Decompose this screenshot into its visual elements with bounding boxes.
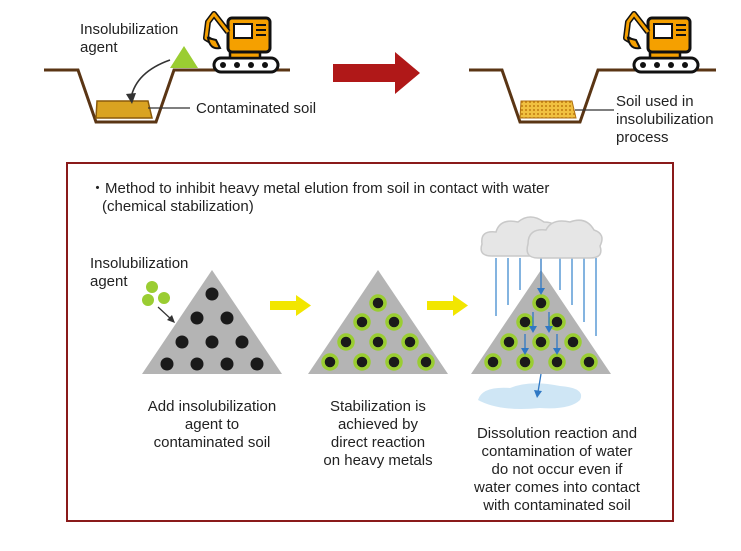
stabilized-dots	[484, 294, 598, 371]
contaminated-soil-label: Contaminated soil	[196, 100, 317, 117]
panel-agent-label-line1: Insolubilization	[90, 255, 189, 272]
heavy-metal-dot	[353, 353, 371, 371]
heavy-metal-dot	[484, 353, 502, 371]
heavy-metal-dot	[500, 333, 518, 351]
treated-soil	[519, 100, 577, 119]
agent-label-line1: Insolubilization	[80, 21, 179, 38]
step1-caption: Add insolubilization agent to contaminat…	[147, 398, 277, 451]
heavy-metal-dots	[160, 287, 264, 371]
method-title-line1: ・Method to inhibit heavy metal elution f…	[90, 180, 550, 197]
treated-soil-label-line2: insolubilization	[616, 111, 714, 128]
stabilized-dots	[321, 294, 435, 371]
heavy-metal-dot	[516, 313, 534, 331]
heavy-metal-dot	[385, 353, 403, 371]
method-title-line2: (chemical stabilization)	[102, 198, 254, 215]
heavy-metal-dot	[190, 311, 204, 325]
heavy-metal-dot	[580, 353, 598, 371]
heavy-metal-dot	[548, 313, 566, 331]
green-agent-dot	[142, 294, 154, 306]
heavy-metal-dot	[175, 335, 189, 349]
heavy-metal-dot	[205, 335, 219, 349]
treated-soil-label-line3: process	[616, 129, 669, 146]
agent-label-line2: agent	[80, 39, 118, 56]
left-trench	[44, 68, 290, 124]
triangle-pile-icon	[142, 270, 282, 374]
right-arrow-icon	[333, 52, 420, 94]
method-panel	[66, 162, 674, 522]
heavy-metal-dot	[417, 353, 435, 371]
right-arrow-icon	[427, 295, 468, 316]
green-agent-dot	[146, 281, 158, 293]
heavy-metal-dot	[220, 357, 234, 371]
heavy-metal-dot	[564, 333, 582, 351]
heavy-metal-dot	[337, 333, 355, 351]
heavy-metal-dot	[205, 287, 219, 301]
water-pool	[478, 383, 582, 409]
step3-caption: Dissolution reaction and contamination o…	[474, 425, 640, 514]
excavator-icon	[623, 11, 700, 74]
rain-icon	[495, 258, 597, 336]
heavy-metal-dot	[385, 313, 403, 331]
heavy-metal-dot	[250, 357, 264, 371]
panel-agent-label-line2: agent	[90, 273, 128, 290]
left-contaminated-soil	[95, 100, 153, 119]
heavy-metal-dot	[321, 353, 339, 371]
heavy-metal-dot	[532, 294, 550, 312]
excavator-icon	[203, 11, 280, 74]
agent-arrow	[130, 59, 171, 99]
heavy-metal-dot	[369, 294, 387, 312]
agent-triangle	[170, 46, 198, 68]
treated-soil-label-line1: Soil used in	[616, 93, 694, 110]
agent-dots	[142, 281, 170, 306]
heavy-metal-dot	[353, 313, 371, 331]
heavy-metal-dot	[160, 357, 174, 371]
water-flow-arrows	[524, 258, 558, 393]
heavy-metal-dot	[401, 333, 419, 351]
heavy-metal-dot	[235, 335, 249, 349]
heavy-metal-dot	[369, 333, 387, 351]
right-trench	[469, 68, 716, 124]
green-agent-dot	[158, 292, 170, 304]
heavy-metal-dot	[532, 333, 550, 351]
heavy-metal-dot	[220, 311, 234, 325]
heavy-metal-dot	[190, 357, 204, 371]
right-arrow-icon	[270, 295, 311, 316]
step2-caption: Stabilization is achieved by direct reac…	[323, 398, 433, 469]
cloud-icon	[480, 216, 603, 259]
